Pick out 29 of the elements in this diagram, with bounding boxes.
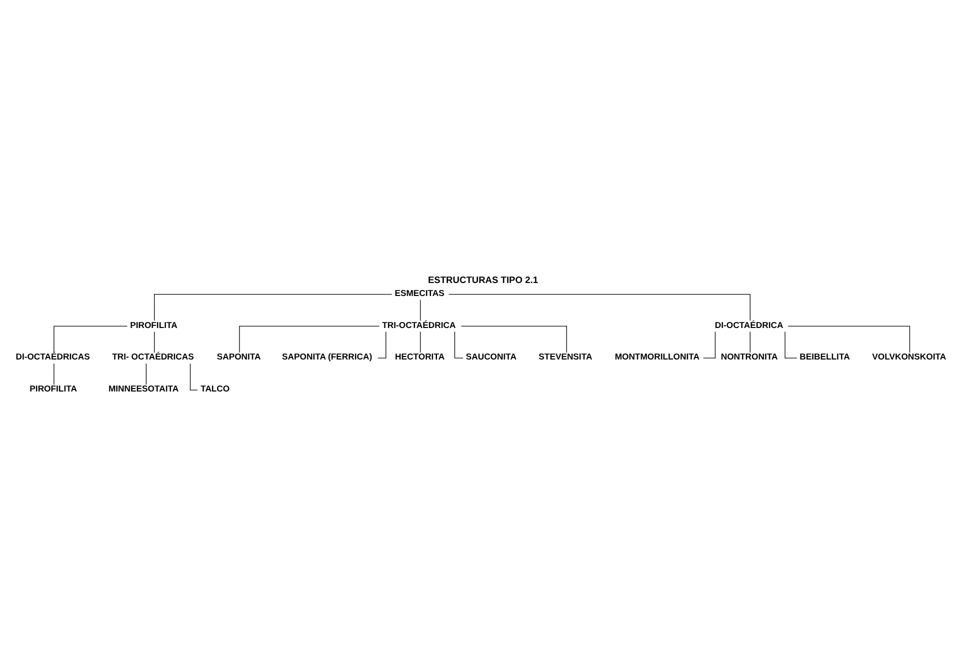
connector: [54, 326, 128, 353]
node-text: DI-OCTAÉDRICAS: [16, 352, 90, 362]
node-text: DI-OCTAÉDRICA: [714, 320, 784, 330]
node-text: TRI-OCTAÉDRICA: [382, 320, 456, 330]
node-text: NONTRONITA: [720, 352, 778, 362]
node-text: SAPONITA: [216, 352, 261, 362]
connector: [420, 331, 421, 353]
node-text: VOLVKONSKOITA: [872, 352, 946, 362]
connector: [788, 326, 910, 353]
node-text: TRI- OCTAÉDRICAS: [112, 352, 194, 362]
node-text: TALCO: [200, 384, 230, 394]
diagram-title: ESTRUCTURAS TIPO 2.1: [428, 275, 538, 286]
node-text: STEVENSITA: [538, 352, 592, 362]
node-text: PIROFILITA: [30, 384, 77, 394]
node-text: ESMECITAS: [394, 288, 444, 298]
node-text: BEIBELLITA: [800, 352, 850, 362]
node-text: HECTORITA: [395, 352, 445, 362]
connector: [460, 326, 567, 353]
node-text: MONTMORILLONITA: [614, 352, 700, 362]
connector: [146, 363, 147, 385]
connector: [154, 294, 392, 321]
connector: [420, 300, 421, 322]
connector: [239, 326, 380, 353]
node-text: SAUCONITA: [466, 352, 517, 362]
node-text: MINNEESOTAITA: [108, 384, 179, 394]
node-text: PIROFILITA: [130, 320, 178, 330]
connector: [154, 331, 155, 353]
node-text: SAPONITA (FERRICA): [282, 352, 372, 362]
connector: [448, 294, 750, 321]
